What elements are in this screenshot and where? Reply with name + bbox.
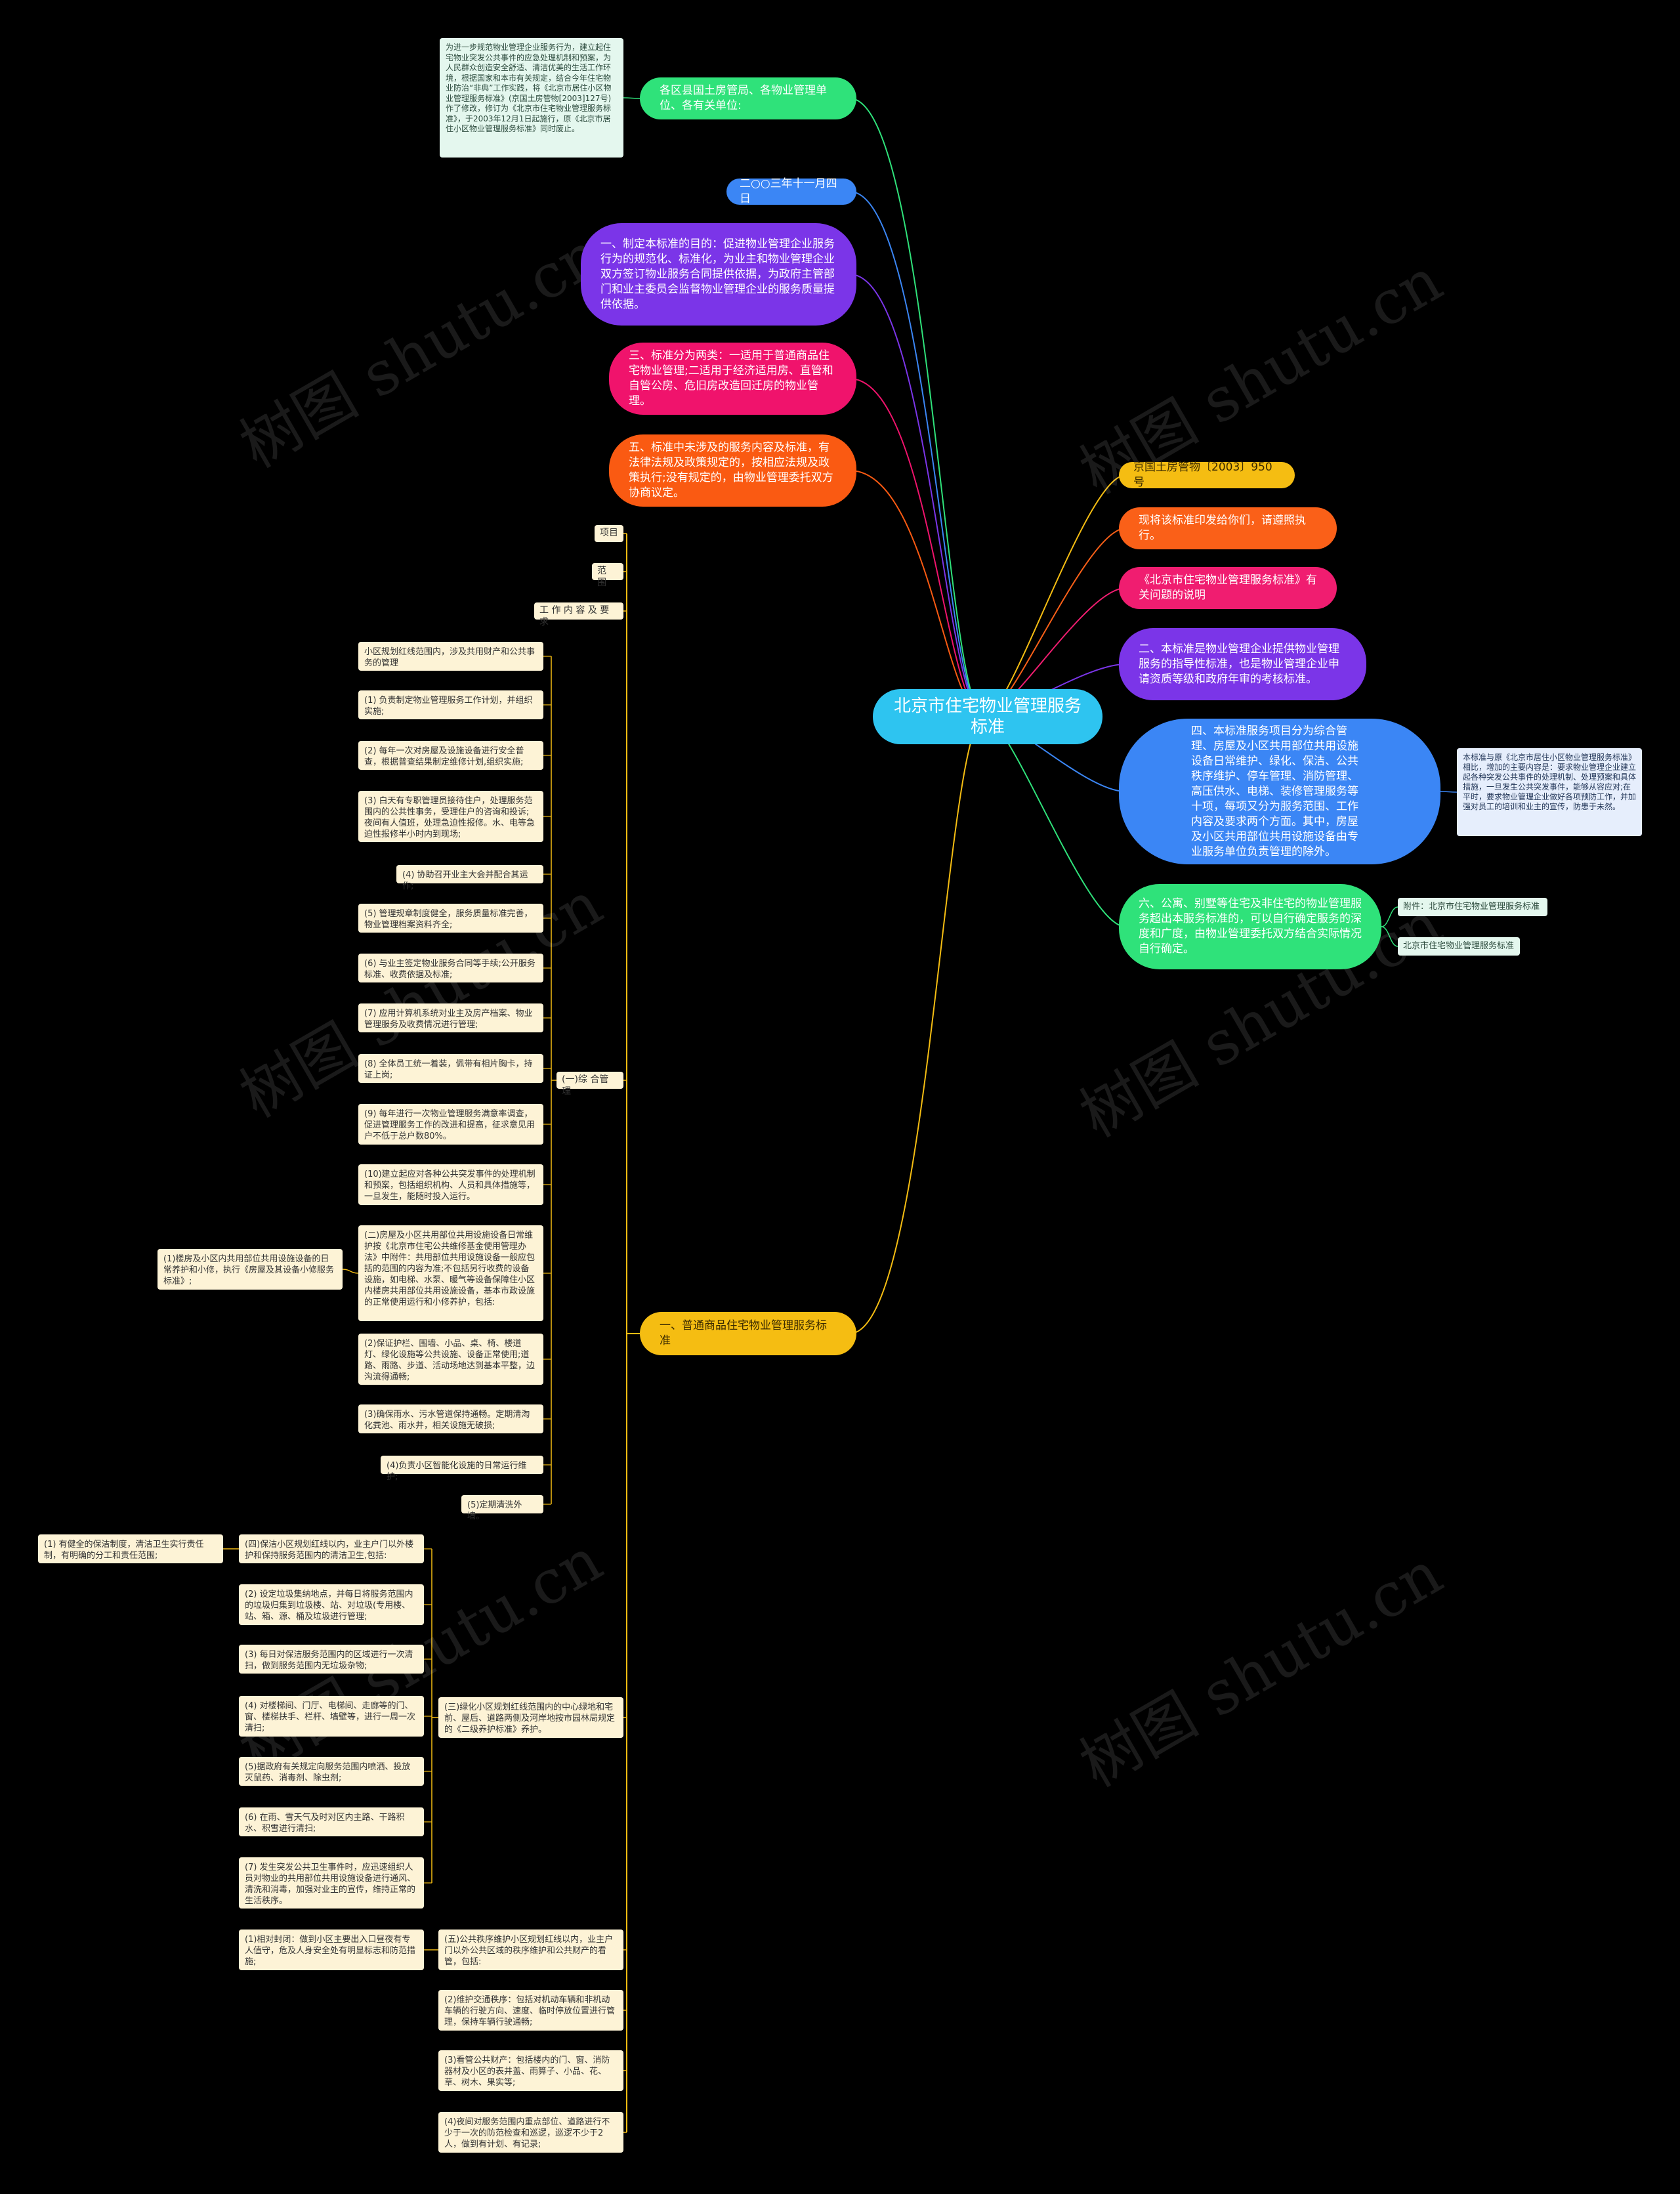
- connector-line: [849, 98, 985, 717]
- list-item[interactable]: (1) 负责制定物业管理服务工作计划，并组织实施;: [358, 690, 543, 719]
- connector-line: [984, 716, 1126, 927]
- branch-guideline[interactable]: 二、本标准是物业管理企业提供物业管理服务的指导性标准，也是物业管理企业申请资质等…: [1119, 628, 1366, 700]
- list-item[interactable]: (7) 应用计算机系统对业主及房产档案、物业管理服务及收费情况进行管理;: [358, 1003, 543, 1032]
- note-text: 北京市住宅物业管理服务标准: [1403, 941, 1515, 951]
- branch-text: 二、本标准是物业管理企业提供物业管理服务的指导性标准，也是物业管理企业申请资质等…: [1139, 642, 1339, 686]
- list-item-side[interactable]: (1) 有健全的保洁制度，清洁卫生实行责任制，有明确的分工和责任范围;: [38, 1534, 223, 1563]
- branch-uncovered[interactable]: 五、标准中未涉及的服务内容及标准，有法律法规及政策规定的，按相应法规及政策执行;…: [609, 434, 856, 507]
- list-item[interactable]: (4)负责小区智能化设施的日常运行维护;: [381, 1456, 543, 1482]
- header-item[interactable]: 项目: [595, 525, 623, 542]
- header-content[interactable]: 工 作 内 容 及 要 求: [534, 602, 623, 627]
- list-item[interactable]: (10)建立起应对各种公共突发事件的处理机制和预案，包括组织机构、人员和具体措施…: [358, 1164, 543, 1205]
- branch-categories[interactable]: 三、标准分为两类：一适用于普通商品住宅物业管理;二适用于经济适用房、直管和自管公…: [609, 343, 856, 415]
- list-item[interactable]: (3)确保雨水、污水管道保持通畅。定期清淘化粪池、雨水井，相关设施无破损;: [358, 1404, 543, 1433]
- list-item[interactable]: (3) 白天有专职管理员接待住户，处理服务范围内的公共性事务，受理住户的咨询和投…: [358, 791, 543, 842]
- section-security[interactable]: (五)公共秩序维护小区规划红线以内，业主户门以外公共区域的秩序维护和公共财产的看…: [438, 1930, 623, 1970]
- connector-line: [342, 1269, 359, 1274]
- section-greening[interactable]: (三)绿化小区规划红线范围内的中心绿地和宅前、屋后、道路两侧及河岸地按市园林局规…: [438, 1697, 623, 1738]
- list-item[interactable]: (2) 每年一次对房屋及设施设备进行安全普查，根据普查结果制定维修计划,组织实施…: [358, 741, 543, 770]
- note-new-content[interactable]: 本标准与原《北京市居住小区物业管理服务标准》相比，增加的主要内容是：要求物业管理…: [1457, 748, 1642, 836]
- list-item[interactable]: (5) 管理规章制度健全，服务质量标准完善，物业管理档案资料齐全;: [358, 904, 543, 933]
- note-preface[interactable]: 为进一步规范物业管理企业服务行为，建立起住宅物业突发公共事件的应急处理机制和预案…: [440, 38, 623, 158]
- section-comprehensive[interactable]: (一)综 合管 理: [556, 1072, 623, 1097]
- branch-text: 三、标准分为两类：一适用于普通商品住宅物业管理;二适用于经济适用房、直管和自管公…: [629, 349, 833, 408]
- connector-line: [849, 191, 985, 717]
- list-item-side[interactable]: (1)相对封闭：做到小区主要出入口昼夜有专人值守，危及人身安全处有明显标志和防范…: [239, 1930, 424, 1970]
- list-item[interactable]: (6) 与业主签定物业服务合同等手续;公开服务标准、收费依据及标准;: [358, 954, 543, 982]
- list-item-side[interactable]: (1)楼房及小区内共用部位共用设施设备的日常养护和小修，执行《房屋及其设备小修服…: [158, 1249, 343, 1290]
- branch-text: 《北京市住宅物业管理服务标准》有关问题的说明: [1139, 574, 1317, 602]
- branch-text: 各区县国土房管局、各物业管理单位、各有关单位:: [660, 84, 827, 112]
- section-cleaning[interactable]: (四)保洁小区规划红线以内，业主户门以外楼护和保持服务范围内的清洁卫生,包括:: [239, 1534, 424, 1563]
- connector-line: [849, 716, 985, 1334]
- list-item[interactable]: (8) 全体员工统一着装，佩带有相片胸卡，持证上岗;: [358, 1054, 543, 1083]
- branch-text: 京国土房管物〔2003〕950号: [1133, 461, 1272, 489]
- list-item[interactable]: (5)据政府有关规定向服务范围内喷洒、投放灭鼠药、消毒剂、除虫剂;: [239, 1757, 424, 1786]
- branch-recipients[interactable]: 各区县国土房管局、各物业管理单位、各有关单位:: [640, 77, 856, 119]
- branch-purpose[interactable]: 一、制定本标准的目的：促进物业管理企业服务行为的规范化、标准化，为业主和物业管理…: [581, 223, 856, 326]
- branch-doc-number[interactable]: 京国土房管物〔2003〕950号: [1119, 461, 1295, 489]
- connector-line: [849, 274, 985, 717]
- list-item[interactable]: (4) 协助召开业主大会并配合其运作;: [396, 865, 543, 891]
- list-item[interactable]: (3) 每日对保洁服务范围内的区域进行一次清扫，做到服务范围内无垃圾杂物;: [239, 1645, 424, 1674]
- note-text: 为进一步规范物业管理企业服务行为，建立起住宅物业突发公共事件的应急处理机制和预案…: [446, 43, 612, 133]
- branch-text: 二○○三年十一月四日: [740, 177, 837, 205]
- connector-line: [984, 475, 1126, 717]
- list-item[interactable]: (2)维护交通秩序：包括对机动车辆和非机动车辆的行驶方向、速度、临时停放位置进行…: [438, 1990, 623, 2031]
- list-item[interactable]: (6) 在雨、雪天气及时对区内主路、干路积水、积雪进行清扫;: [239, 1807, 424, 1836]
- note-attachment[interactable]: 附件：北京市住宅物业管理服务标准: [1398, 898, 1547, 916]
- connector-line: [1440, 791, 1458, 793]
- note-attachment-title[interactable]: 北京市住宅物业管理服务标准: [1398, 937, 1520, 956]
- list-item[interactable]: (2) 设定垃圾集纳地点，并每日将服务范围内的垃圾归集到垃圾楼、站、对垃圾(专用…: [239, 1584, 424, 1625]
- branch-notice[interactable]: 现将该标准印发给你们，请遵照执行。: [1119, 507, 1337, 549]
- connector-line: [1381, 926, 1398, 947]
- central-topic[interactable]: 北京市住宅物业管理服务标准: [873, 689, 1102, 744]
- list-item[interactable]: (9) 每年进行一次物业管理服务满意率调查，促进管理服务工作的改进和提高，征求意…: [358, 1104, 543, 1145]
- list-item[interactable]: (4) 对楼梯间、门厅、电梯间、走廊等的门、窗、楼梯扶手、栏杆、墙壁等，进行一周…: [239, 1696, 424, 1737]
- header-scope[interactable]: 范 围: [592, 563, 623, 588]
- note-text: 附件：北京市住宅物业管理服务标准: [1403, 902, 1540, 912]
- connector-line: [1381, 906, 1398, 927]
- branch-text: 五、标准中未涉及的服务内容及标准，有法律法规及政策规定的，按相应法规及政策执行;…: [629, 441, 833, 499]
- list-item[interactable]: (二)房屋及小区共用部位共用设施设备日常维护按《北京市住宅公共维修基金使用管理办…: [358, 1225, 543, 1321]
- branch-explanation[interactable]: 《北京市住宅物业管理服务标准》有关问题的说明: [1119, 567, 1337, 609]
- branch-text: 一、普通商品住宅物业管理服务标准: [660, 1319, 827, 1347]
- list-item[interactable]: (4)夜间对服务范围内重点部位、道路进行不少于一次的防范检查和巡逻，巡逻不少于2…: [438, 2112, 623, 2153]
- branch-apartments[interactable]: 六、公寓、别墅等住宅及非住宅的物业管理服务超出本服务标准的，可以自行确定服务的深…: [1119, 884, 1381, 969]
- note-text: 本标准与原《北京市居住小区物业管理服务标准》相比，增加的主要内容是：要求物业管理…: [1463, 753, 1637, 811]
- list-item[interactable]: (3)看管公共财产：包括楼内的门、窗、消防器材及小区的表井盖、雨算子、小品、花、…: [438, 2050, 623, 2091]
- branch-text: 四、本标准服务项目分为综合管理、房屋及小区共用部位共用设施设备日常维护、绿化、保…: [1191, 724, 1358, 858]
- connector-line: [849, 470, 985, 717]
- branch-text: 六、公寓、别墅等住宅及非住宅的物业管理服务超出本服务标准的，可以自行确定服务的深…: [1139, 897, 1362, 956]
- central-topic-text: 北京市住宅物业管理服务标准: [893, 696, 1082, 737]
- list-item[interactable]: (7) 发生突发公共卫生事件时，应迅速组织人员对物业的共用部位共用设施设备进行通…: [239, 1857, 424, 1909]
- branch-text: 现将该标准印发给你们，请遵照执行。: [1139, 514, 1306, 542]
- list-item[interactable]: (2)保证护栏、围墙、小品、桌、椅、楼道灯、绿化设施等公共设施、设备正常使用;道…: [358, 1334, 543, 1385]
- branch-service-items[interactable]: 四、本标准服务项目分为综合管理、房屋及小区共用部位共用设施设备日常维护、绿化、保…: [1119, 719, 1440, 864]
- branch-text: 一、制定本标准的目的：促进物业管理企业服务行为的规范化、标准化，为业主和物业管理…: [600, 237, 835, 311]
- list-item[interactable]: (5)定期清洗外墙。: [461, 1495, 543, 1521]
- branch-standard[interactable]: 一、普通商品住宅物业管理服务标准: [640, 1312, 856, 1355]
- list-item[interactable]: 小区规划红线范围内，涉及共用财产和公共事务的管理: [358, 642, 543, 671]
- branch-date[interactable]: 二○○三年十一月四日: [726, 177, 856, 205]
